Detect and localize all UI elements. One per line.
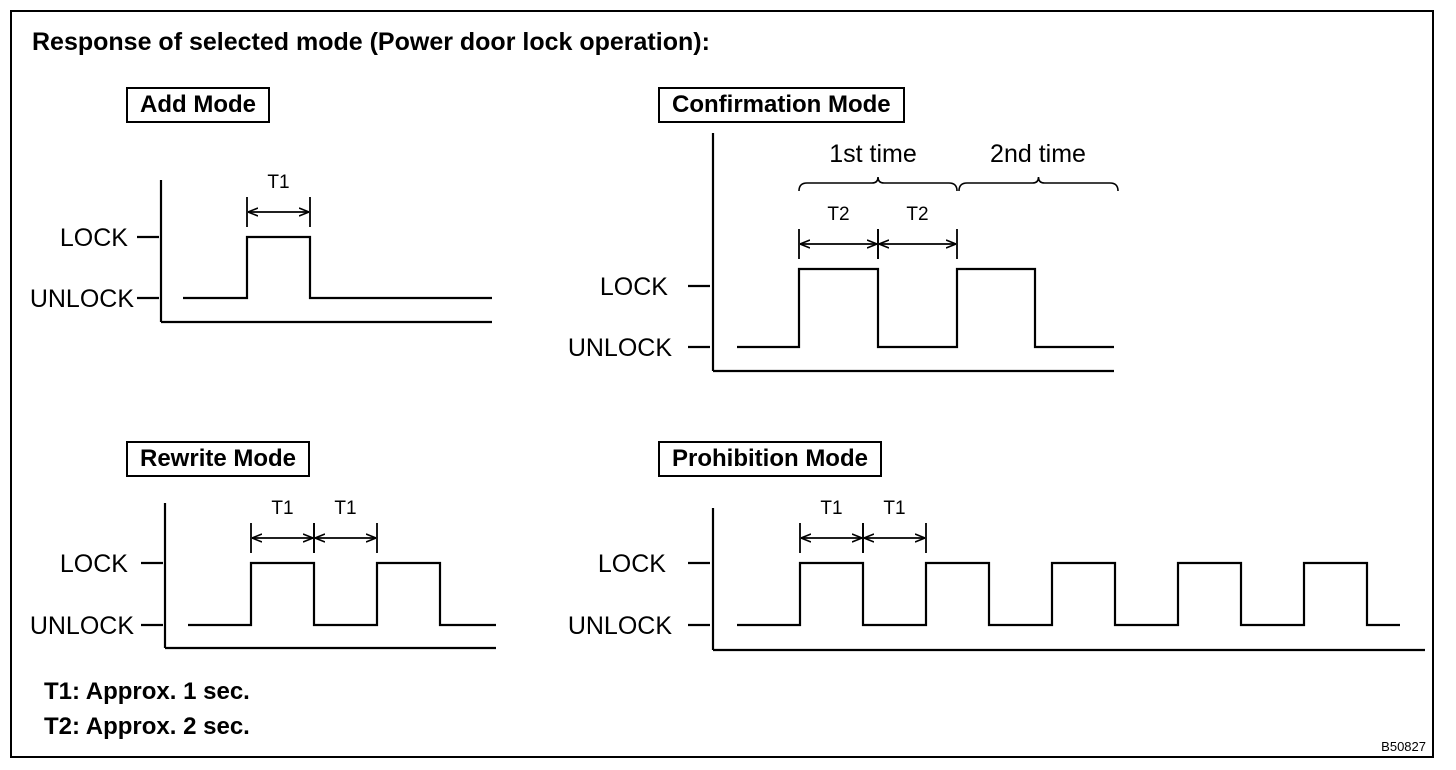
signal-waveform — [737, 561, 1400, 627]
confirmation-mode-chart: LOCK UNLOCK T2 T2 1st time 2nd time — [568, 133, 1119, 373]
prohibition-mode-chart: LOCK UNLOCK T1 T1 — [568, 498, 1425, 652]
diagram-frame — [10, 10, 1434, 758]
lock-level-label: LOCK — [60, 224, 128, 252]
rewrite-mode-chart: LOCK UNLOCK T1 T1 — [30, 498, 496, 650]
add-mode-chart: LOCK UNLOCK T1 — [30, 172, 492, 324]
lock-level-label: LOCK — [598, 550, 666, 578]
legend-t2: T2: Approx. 2 sec. — [44, 713, 250, 740]
diagram-title: Response of selected mode (Power door lo… — [32, 28, 710, 56]
timing-label: T1 — [883, 498, 905, 519]
signal-waveform — [188, 561, 496, 627]
second-time-label: 2nd time — [990, 140, 1086, 168]
add-mode-label: Add Mode — [126, 87, 270, 123]
legend-t1: T1: Approx. 1 sec. — [44, 678, 250, 705]
unlock-level-label: UNLOCK — [568, 334, 673, 362]
timing-label: T2 — [827, 204, 849, 225]
timing-label: T1 — [271, 498, 293, 519]
rewrite-mode-label: Rewrite Mode — [126, 441, 311, 477]
timing-label: T2 — [906, 204, 928, 225]
unlock-level-label: UNLOCK — [30, 285, 135, 313]
lock-level-label: LOCK — [600, 273, 668, 301]
timing-label: T1 — [334, 498, 356, 519]
unlock-level-label: UNLOCK — [30, 612, 135, 640]
signal-waveform — [183, 235, 492, 300]
second-time-brace — [958, 176, 1119, 192]
lock-level-label: LOCK — [60, 550, 128, 578]
timing-label: T1 — [820, 498, 842, 519]
unlock-level-label: UNLOCK — [568, 612, 673, 640]
timing-label: T1 — [267, 172, 289, 193]
first-time-label: 1st time — [829, 140, 917, 168]
figure-code: B50827 — [1381, 739, 1426, 754]
confirmation-mode-label: Confirmation Mode — [658, 87, 905, 123]
prohibition-mode-label: Prohibition Mode — [658, 441, 882, 477]
first-time-brace — [798, 176, 958, 192]
signal-waveform — [737, 267, 1114, 349]
